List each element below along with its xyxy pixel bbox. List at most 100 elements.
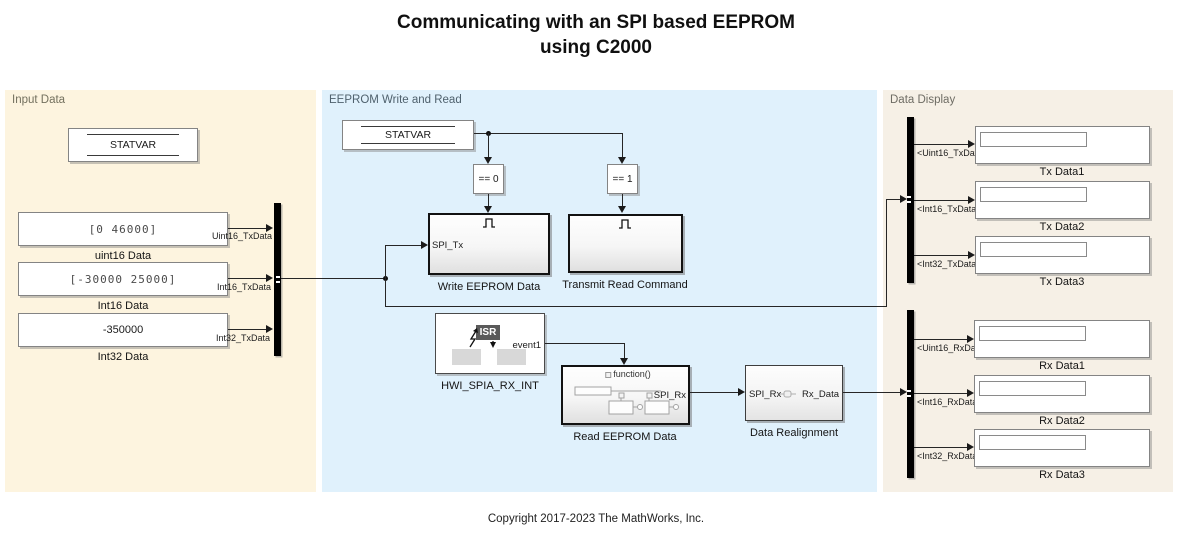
arrowhead <box>900 388 907 396</box>
tx-data1-label: Tx Data1 <box>1039 166 1085 178</box>
tx-data2-label: Tx Data2 <box>1039 221 1085 233</box>
area-eeprom-write-read[interactable]: EEPROM Write and Read <box>322 90 877 492</box>
wire-mux-out[interactable] <box>281 278 386 279</box>
arrowhead <box>738 388 745 396</box>
rx-data2-label: Rx Data2 <box>1039 415 1085 427</box>
mux-port-mark <box>276 281 280 283</box>
data-store-read-statvar[interactable]: STATVAR <box>342 120 474 150</box>
arrowhead <box>967 335 974 343</box>
arrowhead <box>618 157 626 164</box>
constant-uint16-name: uint16 Data <box>94 250 152 262</box>
compare-to-zero-block[interactable]: == 0 <box>473 164 504 194</box>
function-trigger-label: function() <box>605 369 651 379</box>
display-rx-data2[interactable] <box>974 375 1150 413</box>
constant-int32-name: Int32 Data <box>97 351 149 363</box>
transmit-read-command-label: Transmit Read Command <box>562 279 688 291</box>
display-value-field <box>980 187 1087 202</box>
display-value-field <box>979 435 1086 450</box>
datastore-line <box>86 155 180 156</box>
wire-event1-down[interactable] <box>624 343 625 358</box>
arrowhead <box>620 358 628 365</box>
data-store-memory-statvar[interactable]: STATVAR <box>68 128 198 162</box>
subsystem-thumbnail <box>574 386 679 415</box>
constant-int16[interactable]: [-30000 25000] <box>18 262 228 296</box>
constant-int32-value: -350000 <box>102 324 144 336</box>
wire-read-to-realign[interactable] <box>690 392 738 393</box>
wire-into-tx-demux[interactable] <box>886 199 900 200</box>
wire-tx-feed-up[interactable] <box>886 199 887 307</box>
display-tx-data3[interactable] <box>975 236 1150 274</box>
compare-to-one-block[interactable]: == 1 <box>607 164 638 194</box>
demux-port-mark <box>907 196 911 198</box>
wire-int32-rxdata[interactable] <box>914 447 967 448</box>
wire-branch-down[interactable] <box>385 279 386 307</box>
wire-event1-out[interactable] <box>545 343 625 344</box>
rx-data3-label: Rx Data3 <box>1039 469 1085 481</box>
wire-to-compare0[interactable] <box>488 133 489 157</box>
area-data-display-label: Data Display <box>890 94 956 106</box>
arrowhead <box>484 157 492 164</box>
signal-label-int32-txdata: Int32_TxData <box>216 333 271 343</box>
rx-demux[interactable] <box>907 310 914 478</box>
signal-label-int16-rxdata: <Int16_RxData> <box>917 397 983 407</box>
transmit-read-command-subsystem[interactable] <box>568 214 683 273</box>
port-label-rx-data: Rx_Data <box>802 389 839 400</box>
wire-int32-to-mux[interactable] <box>228 329 266 330</box>
arrowhead <box>967 443 974 451</box>
constant-int32[interactable]: -350000 <box>18 313 228 347</box>
display-tx-data1[interactable] <box>975 126 1150 164</box>
arrowhead <box>968 196 975 204</box>
area-input-data-label: Input Data <box>12 94 66 106</box>
constant-uint16[interactable]: [0 46000] <box>18 212 228 246</box>
tx-data3-label: Tx Data3 <box>1039 276 1085 288</box>
statvar-label: STATVAR <box>109 139 157 151</box>
data-realignment-label: Data Realignment <box>749 427 839 439</box>
hwi-spia-rx-int-block[interactable]: ISR event1 <box>435 313 545 374</box>
statvar-label: STATVAR <box>384 129 432 141</box>
wire-statvar-out[interactable] <box>474 133 623 134</box>
model-title: Communicating with an SPI based EEPROM u… <box>0 10 1192 60</box>
write-eeprom-data-label: Write EEPROM Data <box>437 281 541 293</box>
wire-uint16-txdata[interactable] <box>914 144 968 145</box>
mux-port-mark <box>276 276 280 278</box>
constant-int16-value: [-30000 25000] <box>69 272 177 286</box>
signal-label-int16-txdata-disp: <Int16_TxData> <box>917 204 982 214</box>
realign-mini-icon <box>780 390 796 398</box>
wire-rxdata-to-demux[interactable] <box>843 392 900 393</box>
wire-cmp1-to-transmit[interactable] <box>622 194 623 206</box>
tx-demux[interactable] <box>907 117 914 283</box>
demux-port-mark <box>907 390 911 392</box>
write-eeprom-data-subsystem[interactable] <box>428 213 550 275</box>
wire-int16-txdata[interactable] <box>914 200 968 201</box>
wire-int16-to-mux[interactable] <box>228 278 266 279</box>
wire-cmp0-to-write[interactable] <box>488 194 489 206</box>
display-value-field <box>979 381 1086 396</box>
wire-tx-feed-across[interactable] <box>385 306 887 307</box>
hwi-spia-rx-int-label: HWI_SPIA_RX_INT <box>441 380 539 392</box>
function-trigger-text: function() <box>613 369 651 379</box>
read-eeprom-data-subsystem[interactable] <box>561 365 690 425</box>
wire-uint16-rxdata[interactable] <box>914 339 967 340</box>
wire-branch-up[interactable] <box>385 245 386 279</box>
wire-uint16-to-mux[interactable] <box>228 228 266 229</box>
constant-uint16-value: [0 46000] <box>88 222 158 236</box>
demux-port-mark <box>907 395 911 397</box>
wire-int16-rxdata[interactable] <box>914 393 967 394</box>
display-rx-data1[interactable] <box>974 320 1150 358</box>
function-port-icon <box>605 371 612 378</box>
display-tx-data2[interactable] <box>975 181 1150 219</box>
data-realignment-block[interactable]: SPI_Rx Rx_Data <box>745 365 843 421</box>
input-mux[interactable] <box>274 203 281 356</box>
display-rx-data3[interactable] <box>974 429 1150 467</box>
signal-label-int32-rxdata: <Int32_RxData> <box>917 451 983 461</box>
display-value-field <box>979 326 1086 341</box>
compare-one-text: == 1 <box>612 173 633 185</box>
wire-to-compare1[interactable] <box>622 133 623 157</box>
port-label-spi-rx-out: SPI_Rx <box>653 390 686 401</box>
datastore-line <box>361 126 455 127</box>
wire-to-spi-tx[interactable] <box>385 245 421 246</box>
signal-label-uint16-txdata-disp: <Uint16_TxData> <box>917 148 988 158</box>
wire-int32-txdata[interactable] <box>914 255 968 256</box>
display-value-field <box>980 132 1087 147</box>
